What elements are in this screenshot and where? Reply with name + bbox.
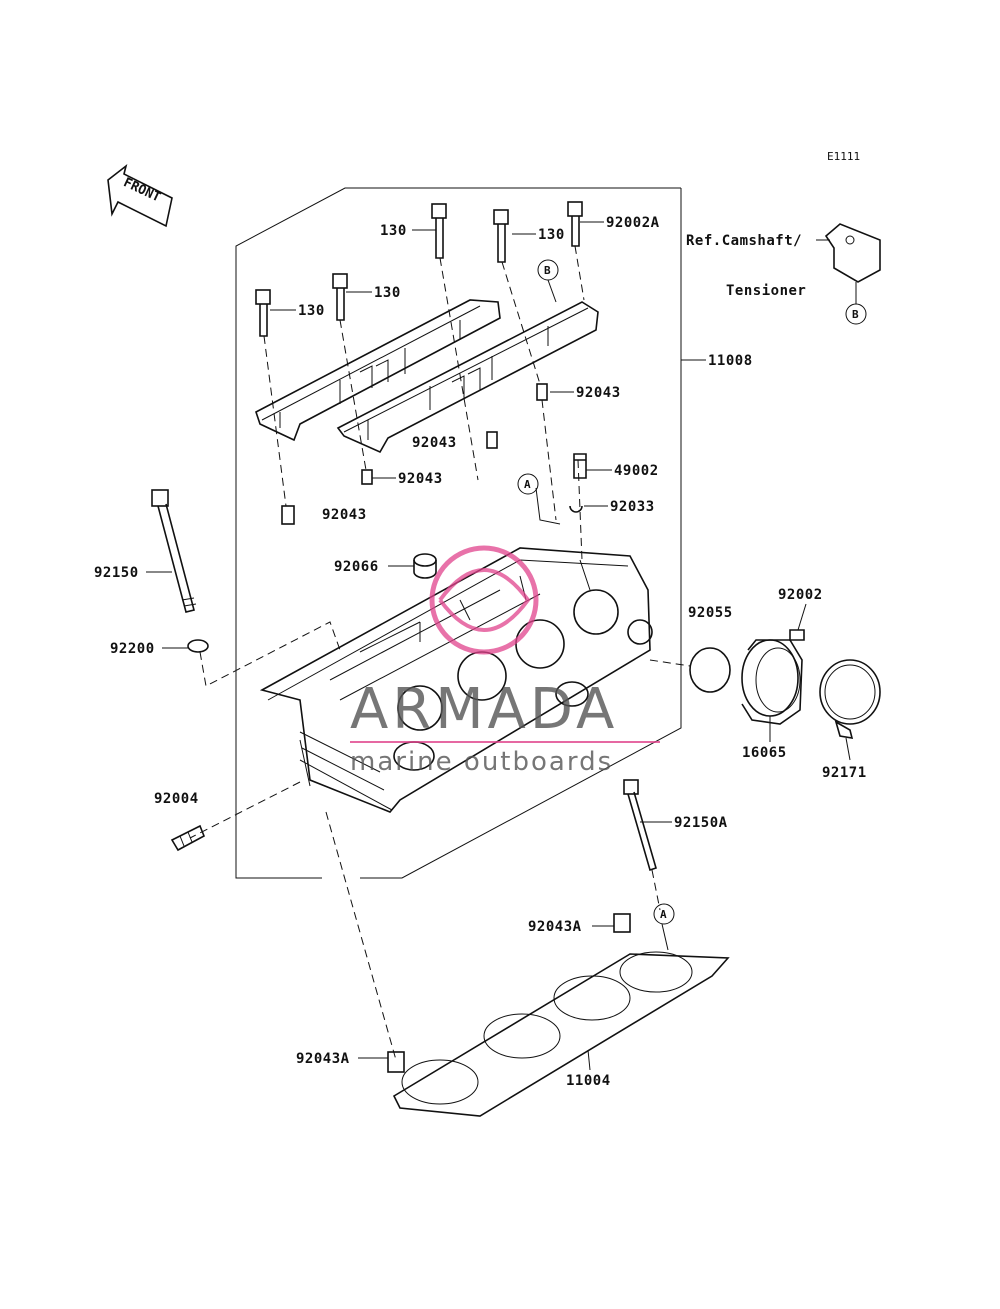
head-gasket-11004 — [392, 951, 730, 1117]
svg-text:B: B — [852, 308, 859, 321]
dowel-pin-92043-c — [361, 469, 373, 485]
svg-text:B: B — [544, 264, 551, 277]
bolt-130-d — [255, 289, 271, 337]
clamp-92171 — [819, 659, 881, 739]
label-92043a-top: 92043A — [528, 919, 582, 935]
label-92200: 92200 — [110, 641, 155, 657]
part-92033 — [569, 505, 583, 513]
front-label: FRONT — [121, 175, 163, 205]
label-92043-a: 92043 — [576, 385, 621, 401]
label-92043-b: 92043 — [412, 435, 457, 451]
label-92043-d: 92043 — [322, 507, 367, 523]
washer-92200 — [187, 639, 209, 653]
label-11008: 11008 — [708, 353, 753, 369]
camshaft-cap-rail-left — [255, 299, 501, 442]
dowel-92043a-top — [613, 913, 631, 933]
label-92055: 92055 — [688, 605, 733, 621]
stud-92004 — [170, 824, 206, 852]
svg-text:A: A — [524, 478, 531, 491]
watermark-brand: ARMADA — [350, 677, 618, 742]
dowel-pin-92043-b — [486, 431, 498, 449]
label-92043-c: 92043 — [398, 471, 443, 487]
label-92002a: 92002A — [606, 215, 660, 231]
label-130-a: 130 — [380, 223, 407, 239]
stud-bolt-92150 — [151, 489, 197, 613]
watermark-tagline: marine outboards — [350, 747, 613, 777]
ref-note-line1: Ref.Camshaft/ — [686, 233, 802, 249]
dowel-pin-92043-d — [281, 505, 295, 525]
label-16065: 16065 — [742, 745, 787, 761]
bolt-92002a — [567, 201, 583, 247]
bolt-130-a — [431, 203, 447, 259]
marker-a-bottom: A — [653, 903, 675, 925]
label-92004: 92004 — [154, 791, 199, 807]
label-92150: 92150 — [94, 565, 139, 581]
label-92002: 92002 — [778, 587, 823, 603]
label-92171: 92171 — [822, 765, 867, 781]
label-130-b: 130 — [538, 227, 565, 243]
label-92150a: 92150A — [674, 815, 728, 831]
bolt-92150a — [623, 779, 657, 872]
dowel-92043a-bottom — [387, 1051, 405, 1073]
part-49002 — [573, 453, 587, 479]
marker-a-top: A — [517, 473, 539, 495]
part-92066 — [413, 553, 437, 579]
svg-text:A: A — [660, 908, 667, 921]
ref-note-line2: Tensioner — [726, 283, 806, 299]
watermark-logo: ARMADA marine outboards — [350, 545, 660, 777]
bolt-130-b — [493, 209, 509, 263]
dowel-pin-92043-a — [536, 383, 548, 401]
camshaft-cap-rail-right — [336, 301, 599, 454]
screw-92002 — [789, 629, 805, 641]
label-92033: 92033 — [610, 499, 655, 515]
label-130-c: 130 — [374, 285, 401, 301]
marker-b-top: B — [537, 259, 559, 281]
o-ring-92055 — [689, 647, 731, 693]
marker-b-right: B — [845, 303, 867, 325]
throttle-holder-16065 — [741, 639, 803, 725]
label-92043a-bottom: 92043A — [296, 1051, 350, 1067]
assembly-frame — [235, 187, 682, 879]
camshaft-tensioner-ref — [824, 223, 881, 283]
bolt-130-c — [332, 273, 348, 321]
label-11004: 11004 — [566, 1073, 611, 1089]
diagram-code: E1111 — [827, 150, 860, 163]
front-arrow-icon: FRONT — [107, 163, 173, 228]
label-92066: 92066 — [334, 559, 379, 575]
label-49002: 49002 — [614, 463, 659, 479]
label-130-d: 130 — [298, 303, 325, 319]
